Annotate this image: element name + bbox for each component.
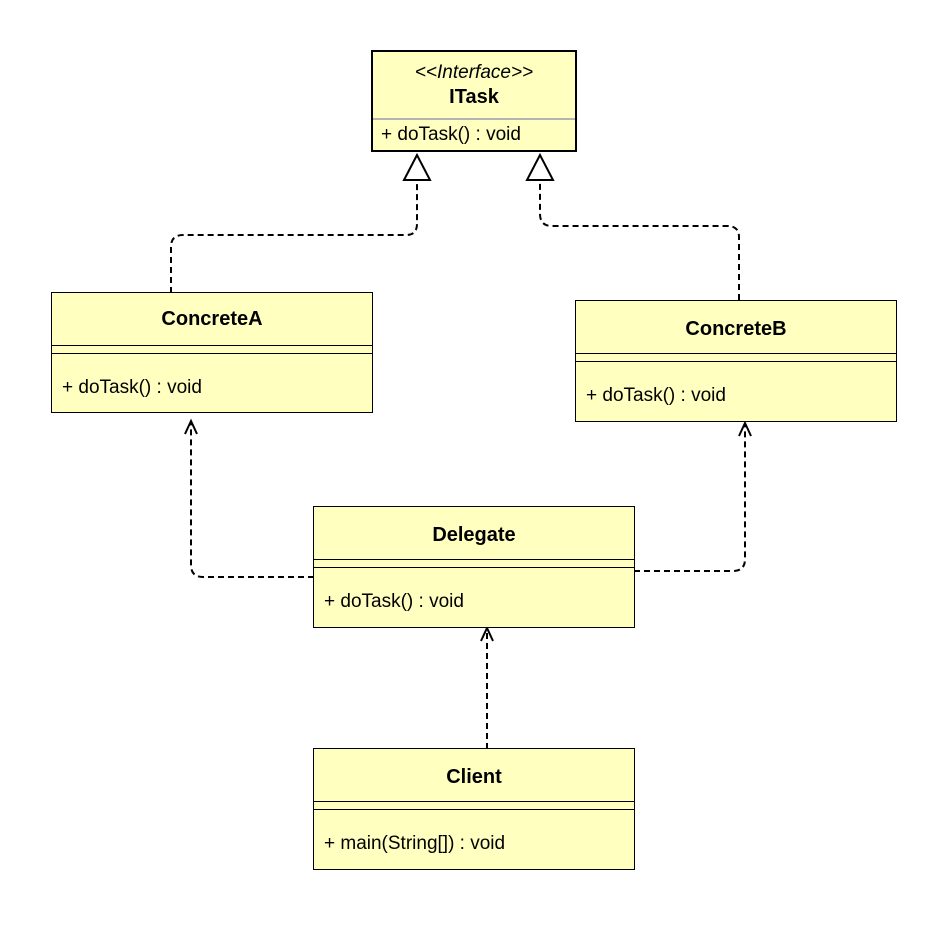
class-concretea-divider-top	[52, 345, 372, 346]
dependency-arrowhead-delegate	[480, 625, 494, 642]
class-itask-name: ITask	[449, 86, 499, 108]
dependency-edge-delegate-concretea	[190, 423, 314, 578]
class-concreteb-divider-bottom	[576, 361, 896, 362]
class-concreteb-name: ConcreteB	[685, 317, 787, 340]
class-client-divider-bottom	[314, 809, 634, 810]
dependency-arrowhead-concreteb	[738, 420, 752, 437]
class-concretea-name: ConcreteA	[161, 307, 263, 330]
class-concretea-method: + doTask() : void	[62, 377, 202, 398]
class-delegate[interactable]: Delegate + doTask() : void	[313, 506, 635, 628]
class-client[interactable]: Client + main(String[]) : void	[313, 748, 635, 870]
class-itask-method: + doTask() : void	[381, 124, 521, 145]
class-concreteb-method: + doTask() : void	[586, 385, 726, 406]
class-delegate-divider-top	[314, 559, 634, 560]
class-delegate-divider-bottom	[314, 567, 634, 568]
class-client-method: + main(String[]) : void	[324, 833, 506, 854]
class-client-divider-top	[314, 801, 634, 802]
realization-arrowhead-concretea	[402, 152, 432, 181]
realization-arrowhead-concreteb	[525, 152, 555, 181]
class-concretea-divider-bottom	[52, 353, 372, 354]
class-delegate-name: Delegate	[432, 523, 516, 546]
class-itask-divider	[373, 118, 575, 120]
class-delegate-method: + doTask() : void	[324, 591, 464, 612]
class-itask-header: <<Interface>> ITask	[373, 52, 575, 118]
realization-edge-concreteb-itask	[539, 180, 740, 300]
class-client-name: Client	[446, 765, 502, 788]
class-concretea[interactable]: ConcreteA + doTask() : void	[51, 292, 373, 413]
dependency-arrowhead-concretea	[184, 418, 198, 435]
class-itask[interactable]: <<Interface>> ITask + doTask() : void	[371, 50, 577, 152]
class-concreteb-divider-top	[576, 353, 896, 354]
dependency-edge-delegate-concreteb	[634, 425, 746, 572]
class-itask-stereotype: <<Interface>>	[414, 62, 534, 83]
realization-edge-concretea-itask	[170, 180, 418, 293]
class-concreteb[interactable]: ConcreteB + doTask() : void	[575, 300, 897, 422]
